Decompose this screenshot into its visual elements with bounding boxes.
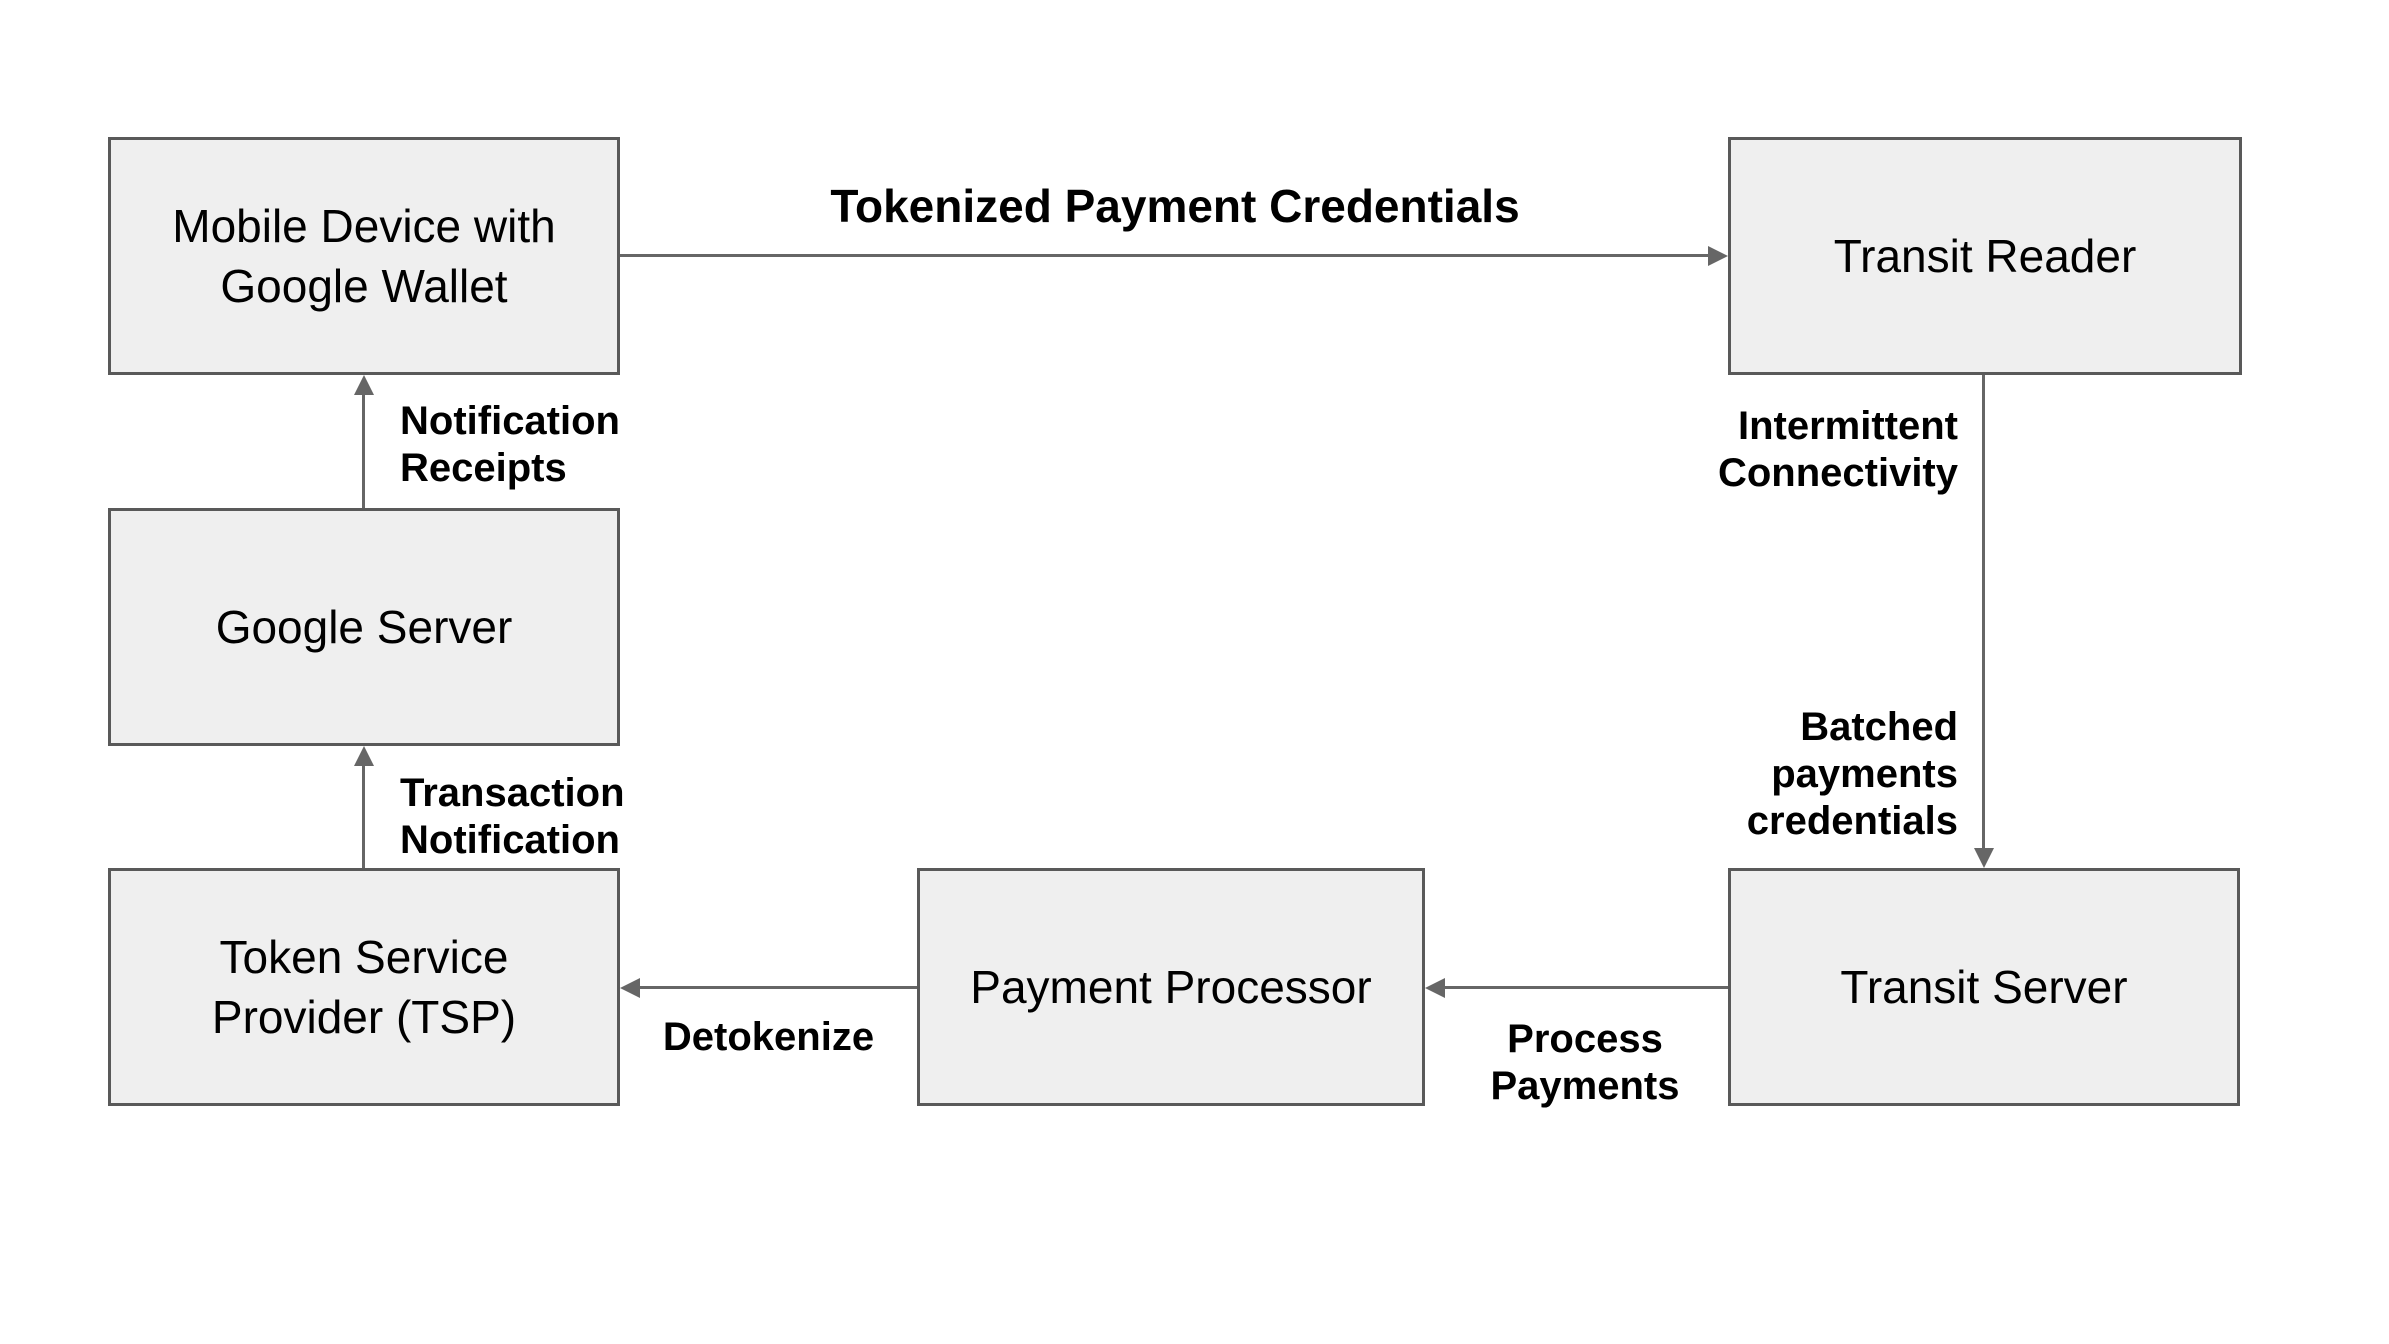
node-transit-reader: Transit Reader: [1728, 137, 2242, 375]
edge-label-detokenize: Detokenize: [662, 1015, 875, 1059]
edge-label-process-payments: Process Payments: [1490, 1017, 1680, 1108]
node-google-server: Google Server: [108, 508, 620, 746]
edge-label-tokenized-payment-credentials: Tokenized Payment Credentials: [830, 180, 1520, 232]
arrowhead-right-icon: [1708, 246, 1728, 266]
node-transit-server: Transit Server: [1728, 868, 2240, 1106]
edge-line: [620, 254, 1708, 257]
node-transit-server-label: Transit Server: [1840, 961, 2128, 1013]
node-token-service-provider-label: Token Service Provider (TSP): [211, 931, 517, 1043]
node-mobile-device-label: Mobile Device with Google Wallet: [172, 200, 556, 312]
node-mobile-device: Mobile Device with Google Wallet: [108, 137, 620, 375]
edge-line: [362, 393, 365, 508]
edge-label-intermittent-connectivity: Intermittent Connectivity: [1717, 404, 1958, 495]
edge-label-batched-payments-credentials: Batched payments credentials: [1746, 705, 1958, 843]
node-token-service-provider: Token Service Provider (TSP): [108, 868, 620, 1106]
arrowhead-left-icon: [620, 978, 640, 998]
edge-line: [1982, 375, 1985, 850]
edge-line: [638, 986, 917, 989]
node-payment-processor: Payment Processor: [917, 868, 1425, 1106]
edge-line: [1443, 986, 1728, 989]
edge-line: [362, 764, 365, 868]
node-payment-processor-label: Payment Processor: [970, 961, 1372, 1013]
arrowhead-left-icon: [1425, 978, 1445, 998]
edge-label-transaction-notification: Transaction Notification: [400, 771, 625, 862]
arrowhead-up-icon: [354, 746, 374, 766]
arrowhead-up-icon: [354, 375, 374, 395]
edge-label-notification-receipts: Notification Receipts: [400, 399, 620, 490]
node-google-server-label: Google Server: [215, 601, 513, 653]
node-transit-reader-label: Transit Reader: [1833, 230, 2137, 282]
arrowhead-down-icon: [1974, 848, 1994, 868]
